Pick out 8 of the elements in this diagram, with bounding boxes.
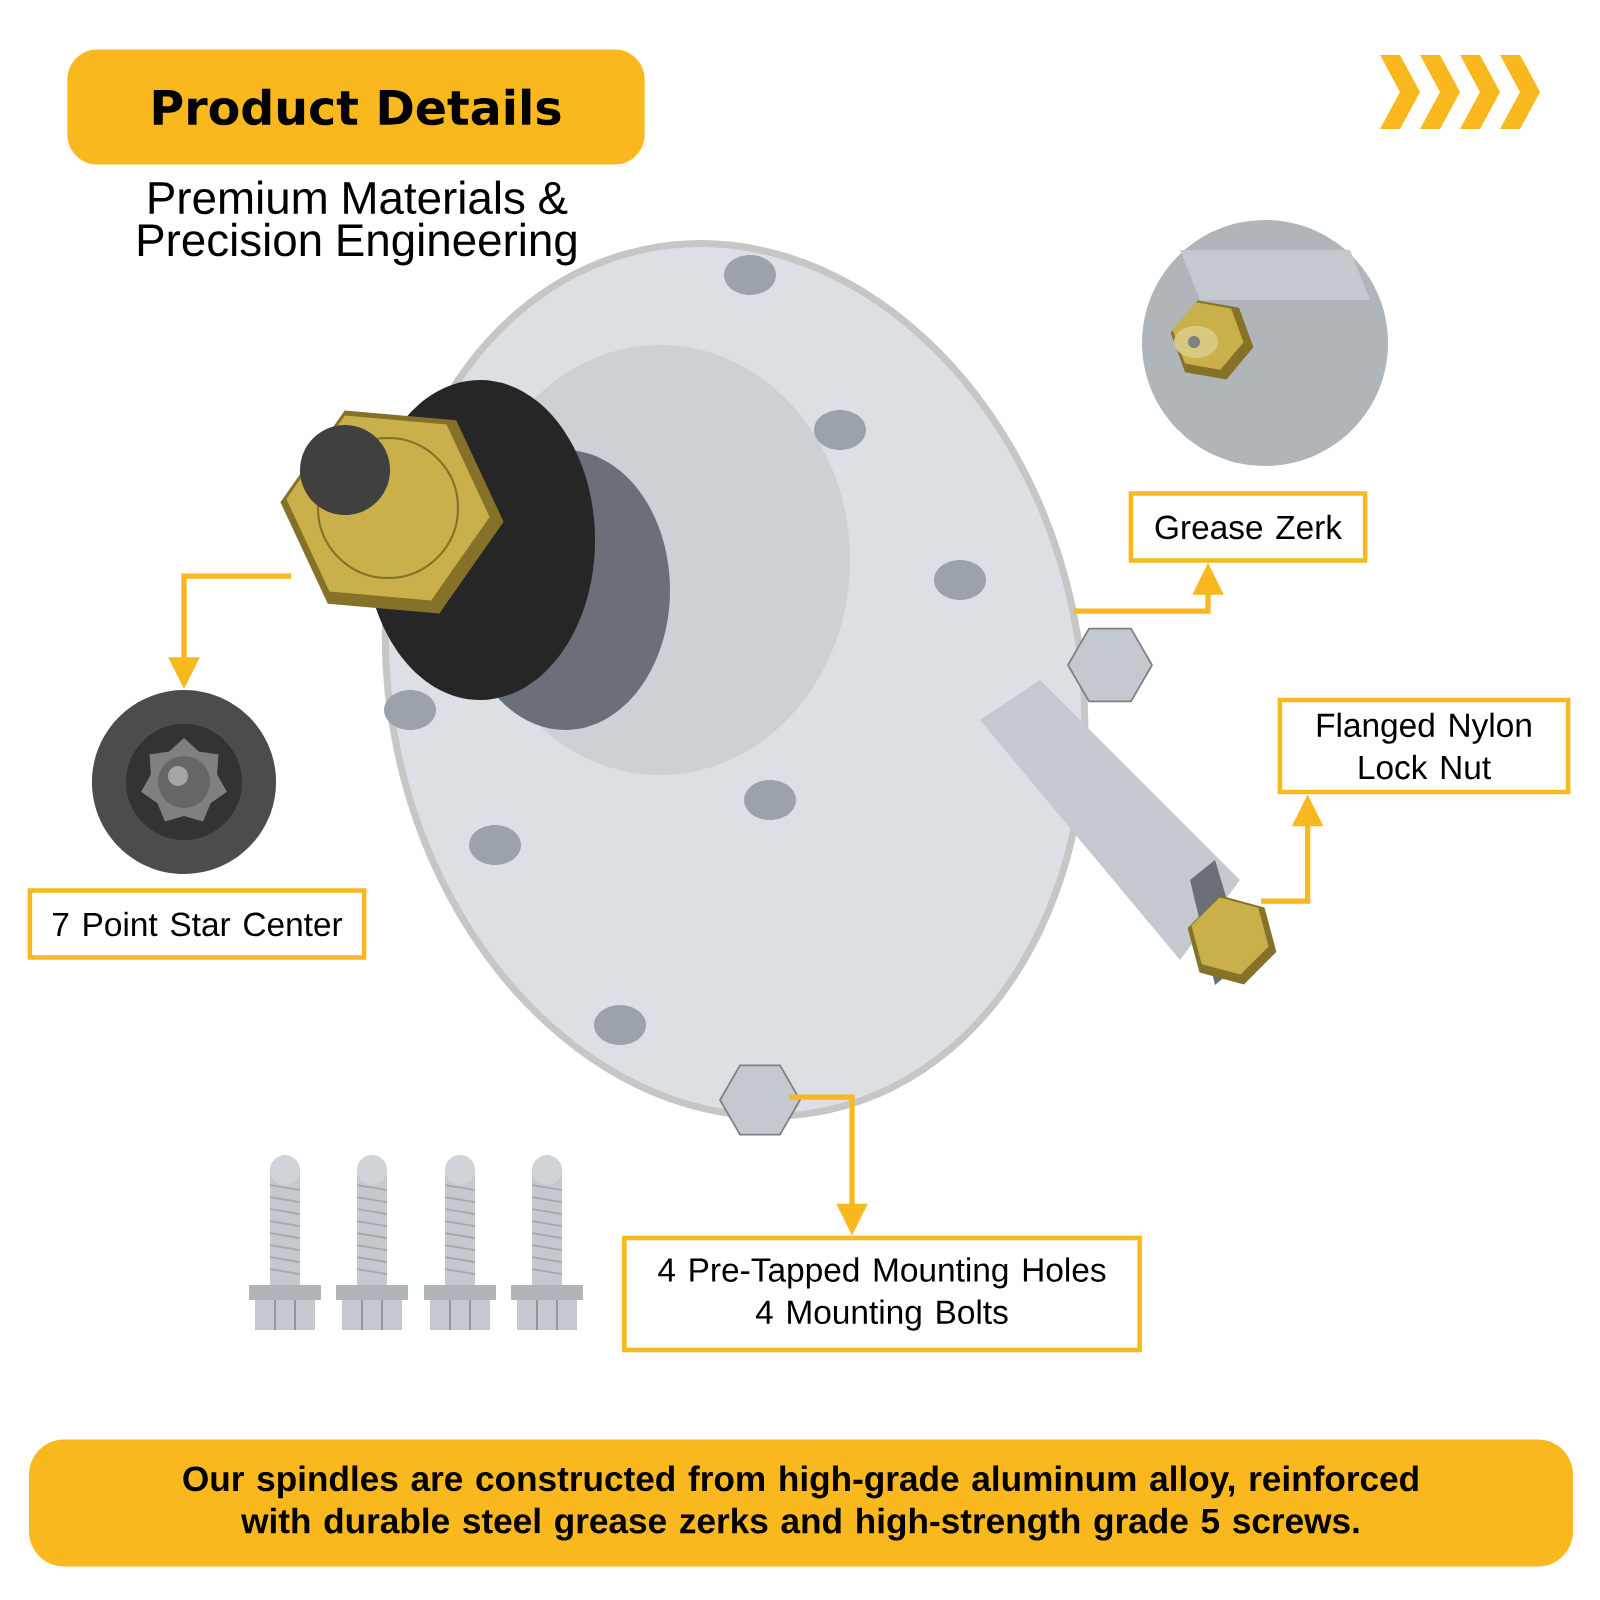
label-box: 7 Point Star Center: [27, 888, 367, 960]
subtitle: Premium Materials & Precision Engineering: [138, 180, 576, 266]
label-box: Grease Zerk: [1128, 491, 1368, 563]
title-banner: Product Details: [67, 49, 645, 165]
label-box: 4 Pre-Tapped Mounting Holes 4 Mounting Bolts: [622, 1235, 1142, 1353]
star-center-photo: [91, 689, 277, 875]
label-box: Flanged Nylon Lock Nut: [1277, 697, 1571, 795]
caption-banner: Our spindles are constructed from high-grade aluminum alloy, reinforced with durable steel grease zerks and high-strength grade 5 screws.: [29, 1439, 1573, 1567]
